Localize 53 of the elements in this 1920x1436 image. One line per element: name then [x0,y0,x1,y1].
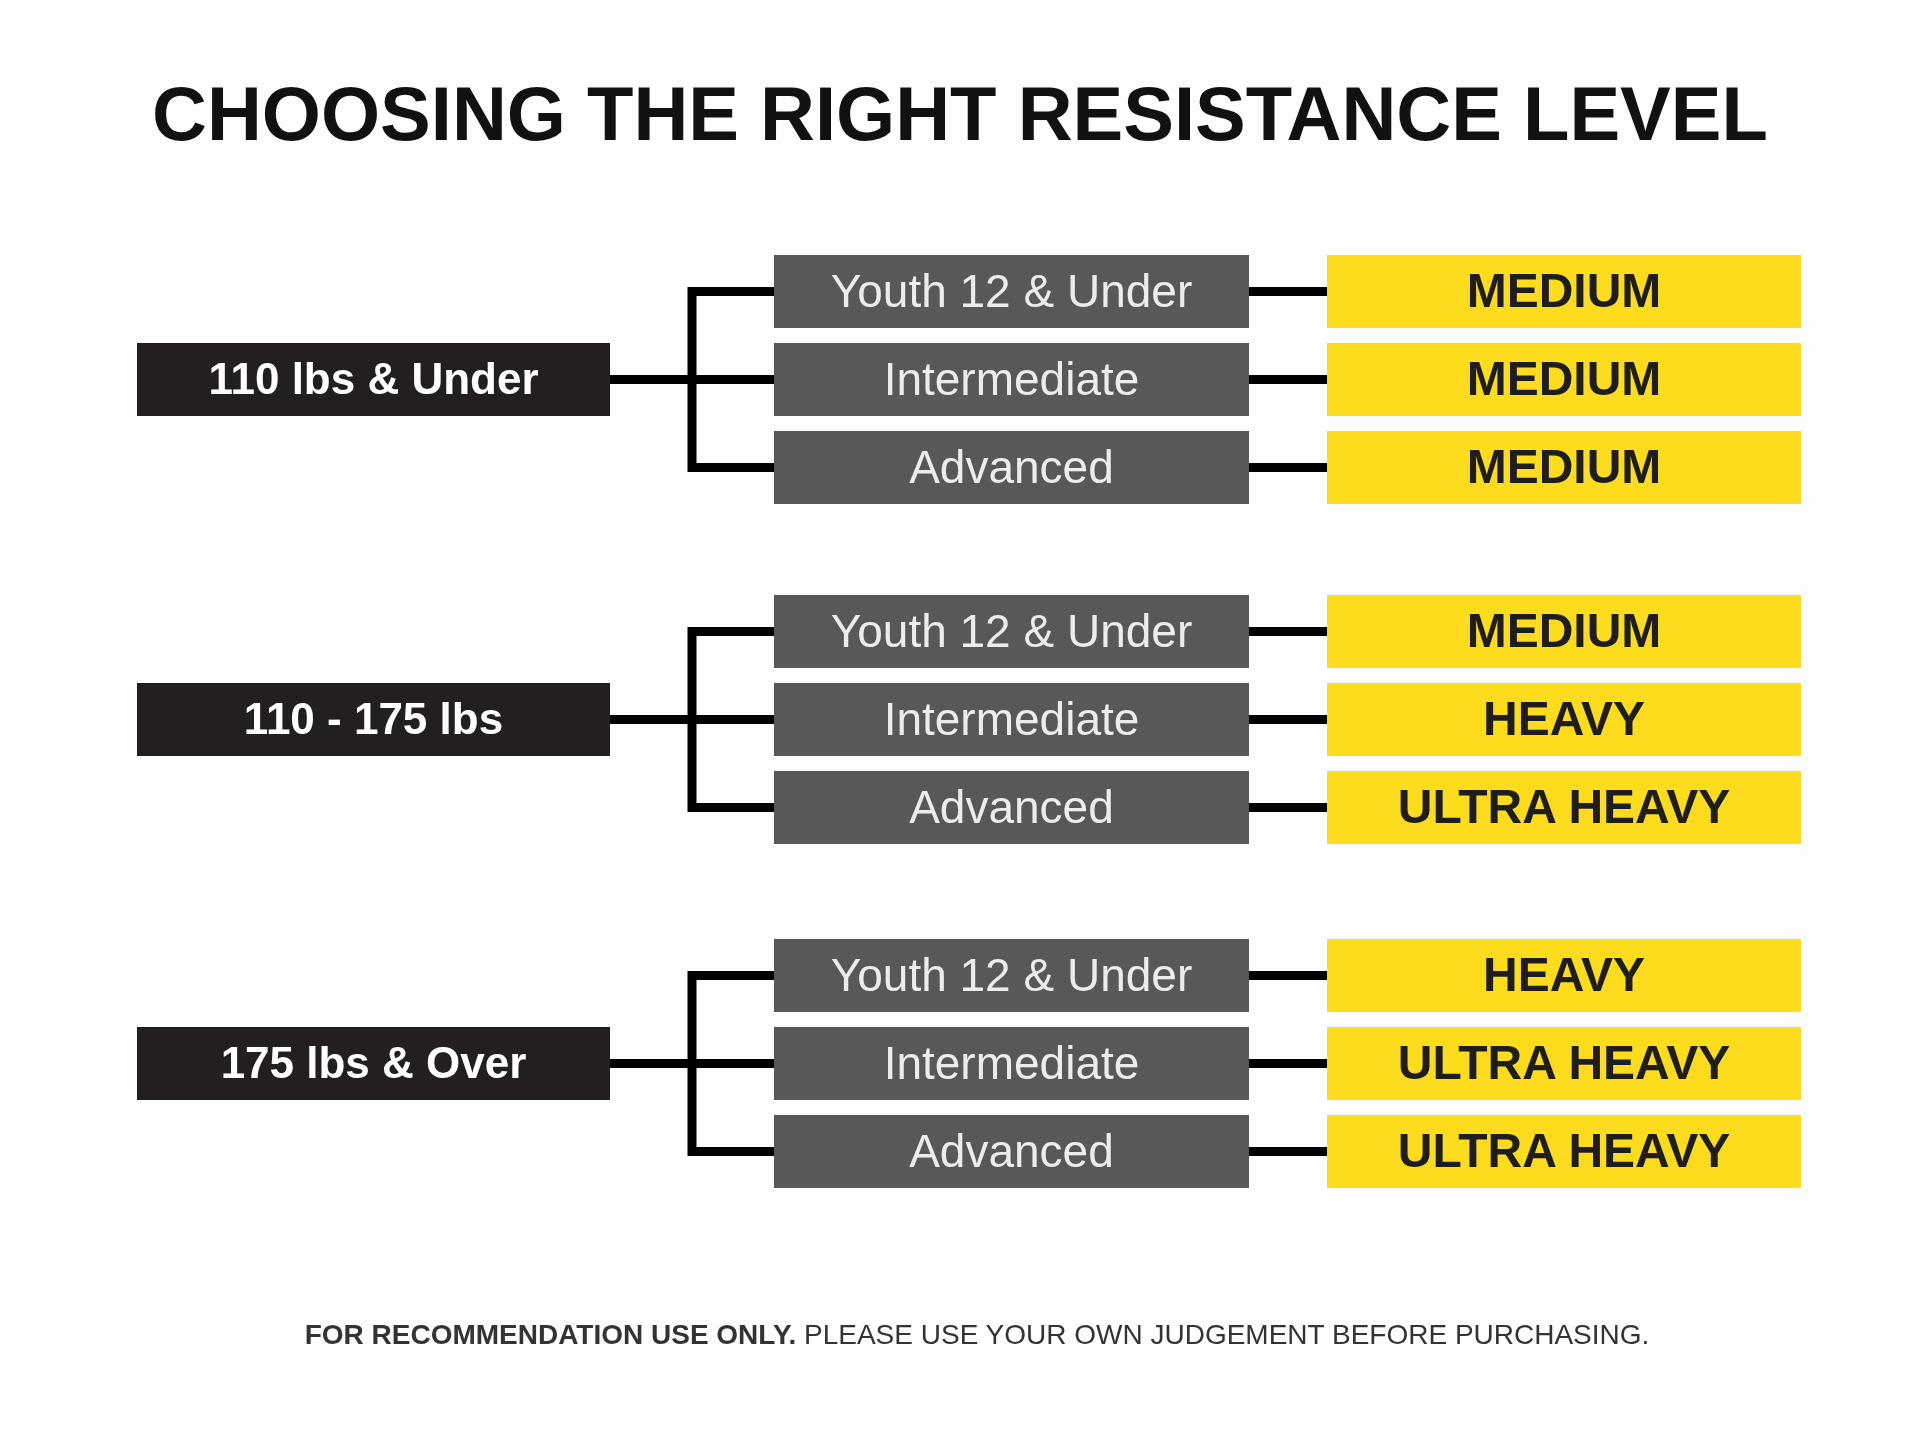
experience-level-box [774,771,1249,844]
resistance-level-label: MEDIUM [1466,265,1662,318]
weight-range-label: 110 lbs & Under [208,355,539,404]
connector-line [1249,463,1327,472]
connector-line [1249,375,1327,384]
connector-line [1249,627,1327,636]
weight-range-label: 110 - 175 lbs [243,695,504,744]
resistance-level-box [1327,595,1801,668]
experience-level-box [774,1115,1249,1188]
resistance-level-box [1327,343,1801,416]
connector-line [1249,1147,1327,1156]
experience-level-label: Advanced [909,1126,1114,1177]
resistance-level-box [1327,255,1801,328]
resistance-level-box [1327,771,1801,844]
experience-level-box [774,431,1249,504]
resistance-level-label: HEAVY [1483,693,1645,746]
weight-range-box [137,1027,610,1100]
experience-level-box [774,595,1249,668]
connector-line [1249,287,1327,296]
experience-level-label: Intermediate [883,1038,1140,1089]
connector-line [1249,1059,1327,1068]
resistance-level-box [1327,1027,1801,1100]
experience-level-label: Intermediate [883,694,1140,745]
experience-level-label: Youth 12 & Under [830,606,1193,657]
experience-level-label: Advanced [909,442,1114,493]
resistance-level-box [1327,1115,1801,1188]
weight-range-box [137,343,610,416]
resistance-level-label: ULTRA HEAVY [1397,781,1731,834]
experience-level-box [774,939,1249,1012]
connector-line [1249,803,1327,812]
resistance-level-label: MEDIUM [1466,353,1662,406]
connector-line [1249,971,1327,980]
resistance-level-label: ULTRA HEAVY [1397,1037,1731,1090]
weight-range-box [137,683,610,756]
resistance-level-box [1327,939,1801,1012]
experience-level-label: Intermediate [883,354,1140,405]
resistance-level-label: MEDIUM [1466,441,1662,494]
experience-level-label: Youth 12 & Under [830,266,1193,317]
experience-level-box [774,683,1249,756]
resistance-level-label: MEDIUM [1466,605,1662,658]
experience-level-box [774,1027,1249,1100]
connector-line [1249,715,1327,724]
experience-level-label: Advanced [909,782,1114,833]
resistance-level-box [1327,431,1801,504]
experience-level-box [774,343,1249,416]
disclaimer-note: FOR RECOMMENDATION USE ONLY. PLEASE USE YOUR OWN JUDGEMENT BEFORE PURCHASING. [303,1318,1651,1352]
resistance-level-box [1327,683,1801,756]
resistance-level-label: ULTRA HEAVY [1397,1125,1731,1178]
experience-level-label: Youth 12 & Under [830,950,1193,1001]
title: CHOOSING THE RIGHT RESISTANCE LEVEL [151,76,1769,152]
resistance-level-label: HEAVY [1483,949,1645,1002]
weight-range-label: 175 lbs & Over [220,1039,527,1088]
experience-level-box [774,255,1249,328]
